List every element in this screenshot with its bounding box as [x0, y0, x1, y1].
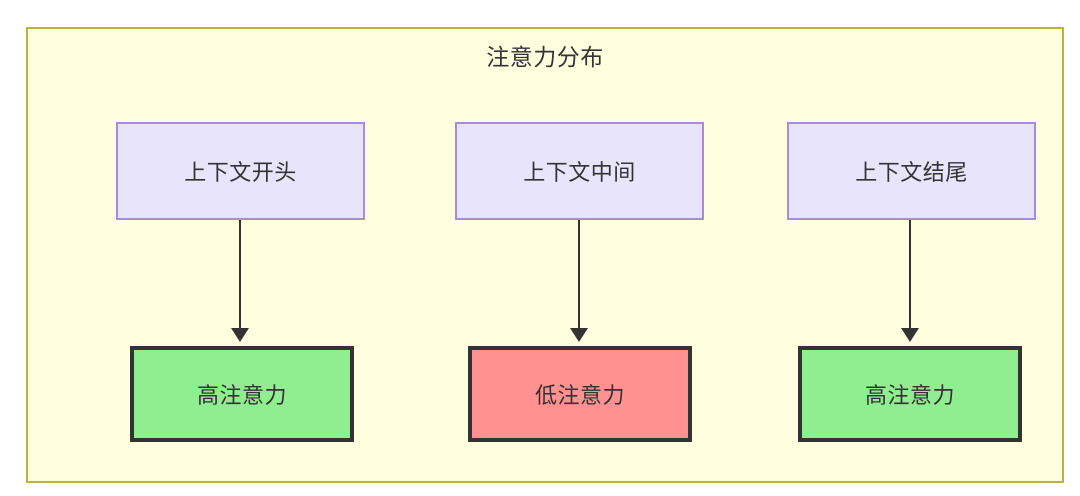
node-context-end-label: 上下文结尾 [855, 160, 968, 185]
node-context-beginning-label: 上下文开头 [184, 160, 297, 185]
arrow-head-icon-middle [570, 328, 588, 342]
subgraph-title: 注意力分布 [486, 44, 604, 70]
node-attention-high-end-label: 高注意力 [864, 383, 955, 408]
node-attention-high-beginning-label: 高注意力 [196, 383, 287, 408]
arrow-head-icon-end [901, 328, 919, 342]
node-context-beginning[interactable]: 上下文开头 [116, 122, 365, 220]
node-attention-low-middle[interactable]: 低注意力 [468, 346, 692, 442]
node-context-middle-label: 上下文中间 [523, 160, 636, 185]
node-attention-high-end[interactable]: 高注意力 [798, 346, 1022, 442]
node-context-middle[interactable]: 上下文中间 [455, 122, 704, 220]
edge-line-middle-to-low [578, 220, 580, 328]
edge-line-beginning-to-high [239, 220, 241, 328]
node-attention-low-middle-label: 低注意力 [534, 383, 625, 408]
node-context-end[interactable]: 上下文结尾 [787, 122, 1036, 220]
node-attention-high-beginning[interactable]: 高注意力 [130, 346, 354, 442]
attention-distribution-subgraph: 注意力分布 上下文开头 上下文中间 上下文结尾 高注意力 低注意力 高注意力 [26, 27, 1064, 483]
edge-line-end-to-high [909, 220, 911, 328]
arrow-head-icon-beginning [231, 328, 249, 342]
